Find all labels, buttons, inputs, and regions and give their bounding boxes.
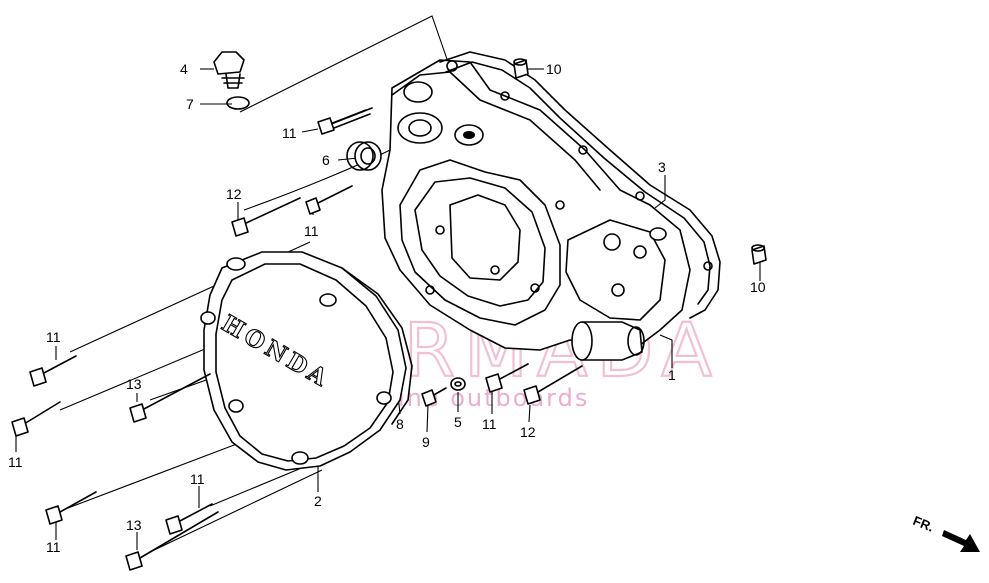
orientation-label: FR. [911, 513, 936, 535]
callout-11-left-mid: 11 [8, 454, 23, 470]
oil-seal [346, 141, 382, 171]
oil-filler-cap [213, 51, 245, 89]
callout-10: 10 [546, 61, 562, 77]
callout-6: 6 [322, 152, 330, 168]
callout-11: 11 [282, 125, 297, 141]
bolt-11-left-c [45, 491, 97, 525]
callout-13-bottom: 13 [126, 517, 142, 533]
callout-13: 13 [126, 376, 142, 392]
callout-10-right: 10 [750, 279, 766, 295]
callout-2: 2 [314, 493, 322, 509]
bolt-11-left-b [11, 401, 61, 437]
o-ring [226, 96, 250, 110]
callout-12: 12 [226, 186, 242, 202]
callout-4: 4 [180, 61, 188, 77]
bolt-11-left-a [29, 355, 77, 387]
callout-1: 1 [668, 367, 676, 383]
callouts: 4 7 11 6 12 11 10 3 10 1 11 13 11 8 9 5 … [8, 61, 766, 555]
bolt-11-center [485, 363, 529, 393]
callout-7: 7 [186, 96, 194, 112]
front-arrow-icon [942, 530, 980, 552]
callout-11-center: 11 [482, 416, 497, 432]
bolt-11-top [317, 107, 373, 135]
bolt-11-bottom [165, 503, 213, 535]
right-crankcase-cover [381, 59, 691, 361]
callout-12-right: 12 [520, 424, 536, 440]
callout-9: 9 [422, 434, 430, 450]
bolt-12-right [523, 365, 583, 405]
clutch-cover-gasket [341, 267, 413, 425]
washer-5 [450, 377, 466, 391]
callout-11-bottom: 11 [190, 471, 205, 487]
bolt-11-mid [305, 185, 353, 215]
bolt-13-lower [125, 511, 219, 571]
callout-11-left-top: 11 [46, 329, 61, 345]
callout-5: 5 [454, 414, 462, 430]
bolt-12-left [231, 197, 301, 237]
clutch-cover: HONDA [200, 251, 407, 471]
orientation-indicator: FR. [911, 513, 980, 552]
bolts [11, 107, 583, 571]
callout-11-mid: 11 [304, 223, 319, 239]
bolt-9 [421, 387, 447, 407]
callout-8: 8 [396, 416, 404, 432]
dowel-pin [513, 58, 529, 79]
callout-11-left-bottom: 11 [46, 539, 61, 555]
dowel-pin-2 [751, 244, 767, 265]
cover-gasket [439, 51, 721, 319]
callout-3: 3 [658, 159, 666, 175]
bolt-13-upper [129, 373, 211, 423]
